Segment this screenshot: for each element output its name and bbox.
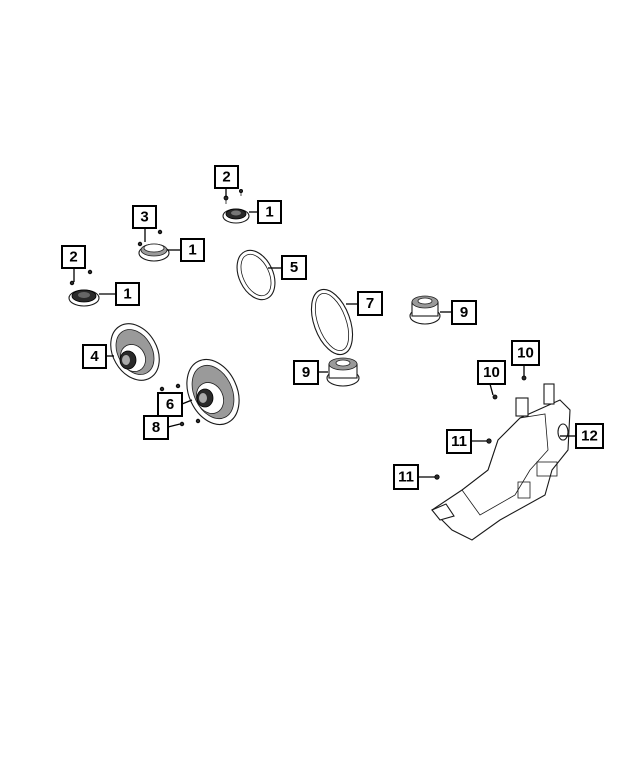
callout-label: 11 [398,469,414,486]
tweeter-speaker-middle [137,229,170,262]
callout-10-left: 10 [477,360,506,385]
callout-label: 1 [123,286,131,303]
callout-1-left: 1 [115,282,140,306]
callout-6: 6 [157,392,183,417]
callout-label: 12 [581,428,598,445]
callout-1-middle: 1 [180,238,205,262]
callout-label: 7 [366,295,374,312]
callout-label: 6 [166,396,174,413]
woofer-speaker-6 [159,359,240,427]
callout-2-top: 2 [214,165,239,189]
callout-12: 12 [575,423,604,449]
callout-7: 7 [357,291,383,316]
callout-9-lower: 9 [293,360,319,385]
callout-4: 4 [82,344,107,369]
callout-3: 3 [132,205,157,229]
callout-label: 11 [451,433,467,450]
callout-label: 10 [517,345,534,362]
callout-9-upper: 9 [451,300,477,325]
tweeter-speaker-left [68,269,100,307]
speaker-gasket-7 [310,288,354,356]
callout-label: 5 [290,259,298,276]
callout-11-lower: 11 [393,464,419,490]
callout-label: 2 [69,249,77,266]
callout-label: 2 [222,169,230,186]
speaker-gasket-5 [236,249,276,301]
callout-label: 1 [265,204,273,221]
callout-1-top: 1 [257,200,282,224]
callout-label: 9 [460,304,468,321]
midrange-speaker-9-lower [326,357,360,387]
leader-lines [73,188,576,478]
callout-11-upper: 11 [446,429,472,454]
callout-label: 8 [152,419,160,436]
callout-label: 3 [140,209,148,226]
callout-2-left: 2 [61,245,86,269]
callout-8: 8 [143,415,169,440]
callout-label: 1 [188,242,196,259]
callout-10-right: 10 [511,340,540,366]
subwoofer-enclosure-12 [431,375,571,541]
tweeter-speaker-top [222,188,250,224]
callout-label: 4 [90,348,99,365]
midrange-speaker-9-upper [409,295,441,325]
woofer-speaker-4 [110,323,160,381]
callout-5: 5 [281,255,307,280]
callout-label: 10 [483,364,500,381]
callout-label: 9 [302,364,310,381]
